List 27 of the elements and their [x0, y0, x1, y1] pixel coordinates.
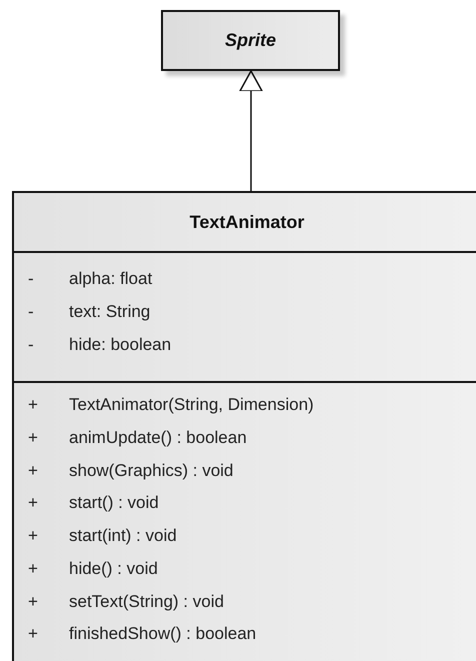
visibility-marker: + [27, 460, 39, 481]
visibility-marker: - [27, 302, 35, 322]
visibility-marker: - [27, 334, 35, 355]
attribute: hide: boolean [69, 334, 172, 355]
attribute: alpha: float [69, 269, 152, 290]
visibility-marker: + [27, 558, 39, 579]
operation: setText(String) : void [69, 592, 224, 612]
operation: finishedShow() : boolean [69, 624, 256, 644]
class-name: Sprite [224, 30, 276, 51]
operation: animUpdate() : boolean [69, 428, 247, 448]
operation: show(Graphics) : void [69, 460, 234, 481]
operation: start(int) : void [69, 526, 177, 546]
visibility-marker: + [27, 428, 39, 448]
class-box [12, 191, 476, 661]
visibility-marker: + [27, 624, 39, 644]
visibility-marker: + [27, 493, 39, 514]
operation: start() : void [69, 493, 159, 514]
visibility-marker: - [27, 269, 35, 290]
operation: hide() : void [69, 558, 158, 579]
attribute: text: String [69, 302, 150, 322]
generalization-arrow [239, 70, 263, 191]
visibility-marker: + [27, 592, 39, 612]
class-name: TextAnimator [190, 212, 304, 232]
visibility-marker: + [27, 395, 39, 416]
abstract-class-box [161, 10, 340, 71]
operation: TextAnimator(String, Dimension) [69, 395, 314, 416]
visibility-marker: + [27, 526, 39, 546]
